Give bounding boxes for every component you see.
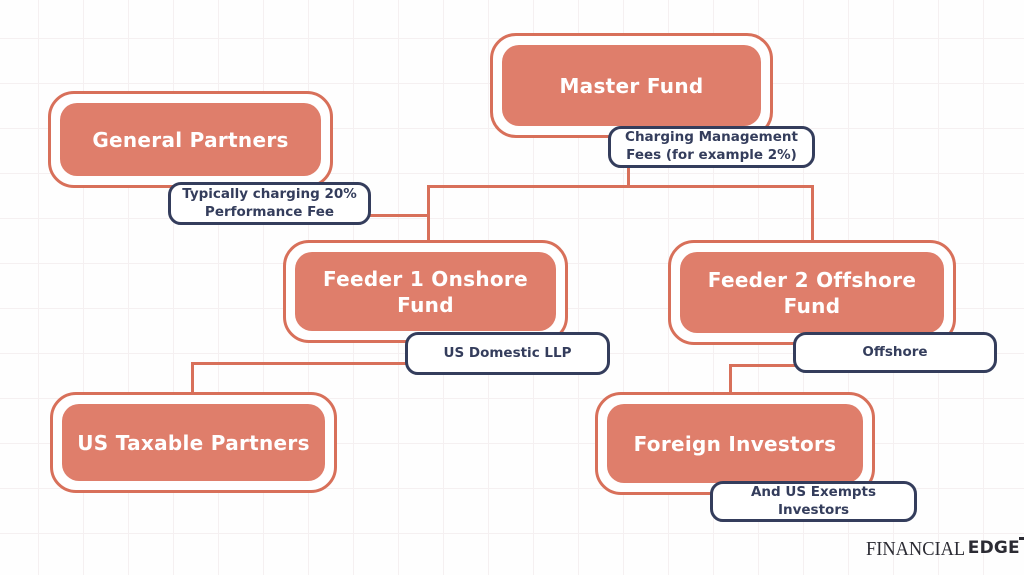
node-feeder2-offshore-fund-label: Feeder 2 Offshore Fund bbox=[680, 252, 944, 333]
node-us-taxable-partners: US Taxable Partners bbox=[50, 392, 337, 493]
node-feeder1-onshore-fund: Feeder 1 Onshore Fund bbox=[283, 240, 568, 343]
callout-management-fees: Charging Management Fees (for example 2%… bbox=[608, 126, 815, 168]
logo-financial-text: FINANCIAL bbox=[866, 538, 966, 560]
node-general-partners: General Partners bbox=[48, 91, 333, 188]
connector-feeder1-run bbox=[191, 362, 429, 365]
node-master-fund: Master Fund bbox=[490, 33, 773, 138]
connector-master-to-trunk bbox=[627, 164, 630, 187]
node-general-partners-label: General Partners bbox=[60, 103, 321, 176]
node-foreign-investors: Foreign Investors bbox=[595, 392, 875, 495]
connector-to-us-taxable bbox=[191, 362, 194, 394]
logo-corner-mark-icon bbox=[1018, 537, 1024, 550]
callout-offshore: Offshore bbox=[793, 332, 997, 373]
node-feeder1-onshore-fund-label: Feeder 1 Onshore Fund bbox=[295, 252, 556, 331]
callout-performance-fee: Typically charging 20% Performance Fee bbox=[168, 182, 371, 225]
logo-edge-text: EDGE bbox=[967, 538, 1020, 558]
node-us-taxable-partners-label: US Taxable Partners bbox=[62, 404, 325, 481]
connector-trunk bbox=[427, 185, 814, 188]
connector-to-foreign-investors bbox=[729, 364, 732, 394]
callout-us-exempts-investors: And US Exempts Investors bbox=[710, 481, 917, 522]
node-foreign-investors-label: Foreign Investors bbox=[607, 404, 863, 483]
callout-us-domestic-llp: US Domestic LLP bbox=[405, 332, 610, 375]
connector-feeder2-run bbox=[729, 364, 813, 367]
node-feeder2-offshore-fund: Feeder 2 Offshore Fund bbox=[668, 240, 956, 345]
connector-performance-fee-link bbox=[369, 214, 430, 217]
node-master-fund-label: Master Fund bbox=[502, 45, 761, 126]
connector-trunk-to-feeder2 bbox=[811, 185, 814, 243]
